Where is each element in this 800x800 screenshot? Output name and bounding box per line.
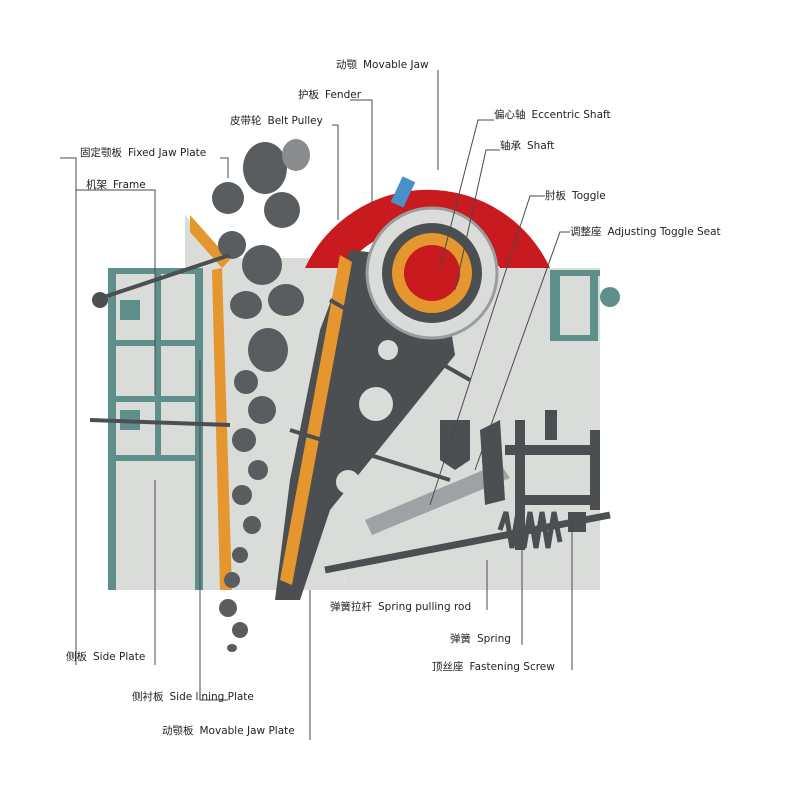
label-fender-en: Fender: [325, 89, 362, 101]
label-side-lining-plate-en: Side lining Plate: [169, 691, 254, 703]
label-spring-pulling-rod: 弹簧拉杆 Spring pulling rod: [330, 600, 471, 614]
label-adjusting-toggle-seat-zh: 调整座: [570, 226, 602, 238]
tie-rods: [89, 253, 471, 482]
label-spring-pulling-rod-zh: 弹簧拉杆: [330, 601, 372, 613]
adjusting-toggle-seat: [440, 410, 600, 550]
fender: [390, 176, 416, 208]
rocks: [212, 139, 310, 652]
label-eccentric-shaft-en: Eccentric Shaft: [531, 109, 611, 121]
label-movable-jaw-zh: 动颚: [336, 59, 357, 71]
label-side-plate-zh: 侧板: [66, 651, 87, 663]
movable-jaw: [275, 250, 455, 600]
label-frame: 机架 Frame: [86, 178, 146, 192]
label-adjusting-toggle-seat: 调整座 Adjusting Toggle Seat: [570, 225, 721, 239]
label-belt-pulley-zh: 皮带轮: [230, 115, 262, 127]
label-side-lining-plate: 侧衬板 Side lining Plate: [132, 690, 254, 704]
bolt-head: [92, 292, 108, 308]
label-movable-jaw: 动颚 Movable Jaw: [336, 58, 429, 72]
label-movable-jaw-plate: 动颚板 Movable Jaw Plate: [162, 724, 295, 738]
label-belt-pulley: 皮带轮 Belt Pulley: [230, 114, 323, 128]
eccentric-shaft: [365, 206, 499, 340]
label-side-plate-en: Side Plate: [93, 651, 146, 663]
spring-pulling-rod: [324, 511, 611, 574]
label-fixed-jaw-plate-en: Fixed Jaw Plate: [128, 147, 207, 159]
leader-lines: [60, 70, 573, 740]
label-shaft-zh: 轴承: [500, 140, 521, 152]
fixed-jaw-plate: [190, 215, 232, 590]
label-belt-pulley-en: Belt Pulley: [267, 115, 323, 127]
label-fastening-screw-en: Fastening Screw: [469, 661, 555, 673]
label-fastening-screw: 顶丝座 Fastening Screw: [432, 660, 555, 674]
label-fixed-jaw-plate-zh: 固定颚板: [80, 147, 122, 159]
label-side-plate: 侧板 Side Plate: [66, 650, 145, 664]
label-fixed-jaw-plate: 固定颚板 Fixed Jaw Plate: [80, 146, 206, 160]
movable-jaw-plate: [280, 255, 352, 585]
label-spring-en: Spring: [477, 633, 511, 645]
label-frame-zh: 机架: [86, 179, 107, 191]
label-fender-zh: 护板: [298, 89, 319, 101]
spring: [497, 511, 563, 549]
label-shaft-en: Shaft: [527, 140, 555, 152]
label-fastening-screw-zh: 顶丝座: [432, 661, 464, 673]
label-movable-jaw-en: Movable Jaw: [363, 59, 429, 71]
label-eccentric-shaft-zh: 偏心轴: [494, 109, 526, 121]
label-shaft: 轴承 Shaft: [500, 139, 554, 153]
label-adjusting-toggle-seat-en: Adjusting Toggle Seat: [607, 226, 721, 238]
frame: [108, 268, 620, 590]
label-spring-pulling-rod-en: Spring pulling rod: [378, 601, 472, 613]
label-movable-jaw-plate-en: Movable Jaw Plate: [199, 725, 295, 737]
toggle: [365, 463, 510, 535]
label-toggle-zh: 肘板: [545, 190, 566, 202]
label-spring: 弹簧 Spring: [450, 632, 511, 646]
label-toggle-en: Toggle: [572, 190, 606, 202]
label-fender: 护板 Fender: [298, 88, 361, 102]
label-spring-zh: 弹簧: [450, 633, 471, 645]
label-eccentric-shaft: 偏心轴 Eccentric Shaft: [494, 108, 611, 122]
label-side-lining-plate-zh: 侧衬板: [132, 691, 164, 703]
label-frame-en: Frame: [113, 179, 146, 191]
label-toggle: 肘板 Toggle: [545, 189, 606, 203]
label-movable-jaw-plate-zh: 动颚板: [162, 725, 194, 737]
